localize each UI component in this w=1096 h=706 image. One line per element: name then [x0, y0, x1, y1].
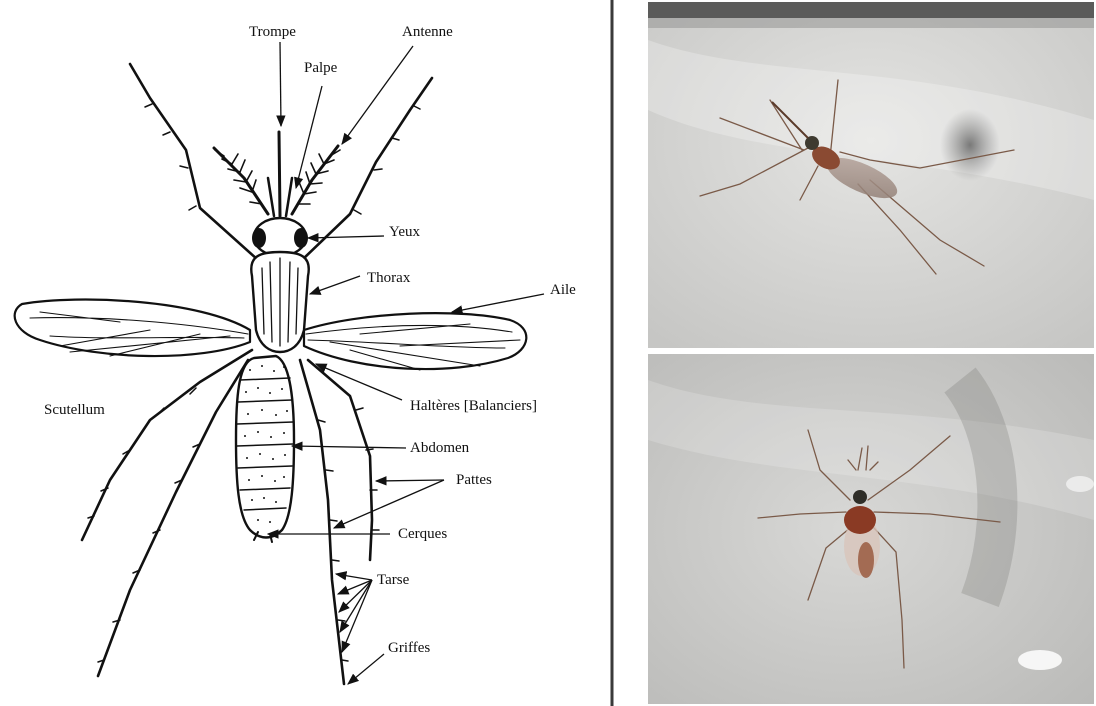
photo-bottom — [648, 354, 1094, 704]
label-abdomen: Abdomen — [410, 440, 470, 456]
label-thorax: Thorax — [367, 270, 411, 286]
label-antenne: Antenne — [402, 24, 453, 40]
photo-top-shadow — [940, 109, 1000, 181]
photo-top — [648, 2, 1094, 348]
label-scutellum: Scutellum — [44, 402, 105, 418]
label-aile: Aile — [550, 282, 576, 298]
diagram-background — [0, 0, 612, 706]
label-halteres: Haltères [Balanciers] — [410, 398, 537, 414]
eye-left — [252, 228, 266, 248]
label-yeux: Yeux — [389, 224, 420, 240]
label-tarse: Tarse — [377, 572, 410, 588]
photo-bottom-glare — [1018, 650, 1062, 670]
photo-top-edge — [648, 2, 1094, 18]
label-cerques: Cerques — [398, 526, 447, 542]
eye-right — [294, 228, 308, 248]
label-trompe: Trompe — [249, 24, 296, 40]
mosquito-diagram: Trompe Palpe Antenne Yeux Thorax Aile Sc… — [0, 0, 612, 706]
proboscis — [279, 132, 280, 216]
label-pattes: Pattes — [456, 472, 492, 488]
label-griffes: Griffes — [388, 640, 430, 656]
label-palpe: Palpe — [304, 60, 338, 76]
